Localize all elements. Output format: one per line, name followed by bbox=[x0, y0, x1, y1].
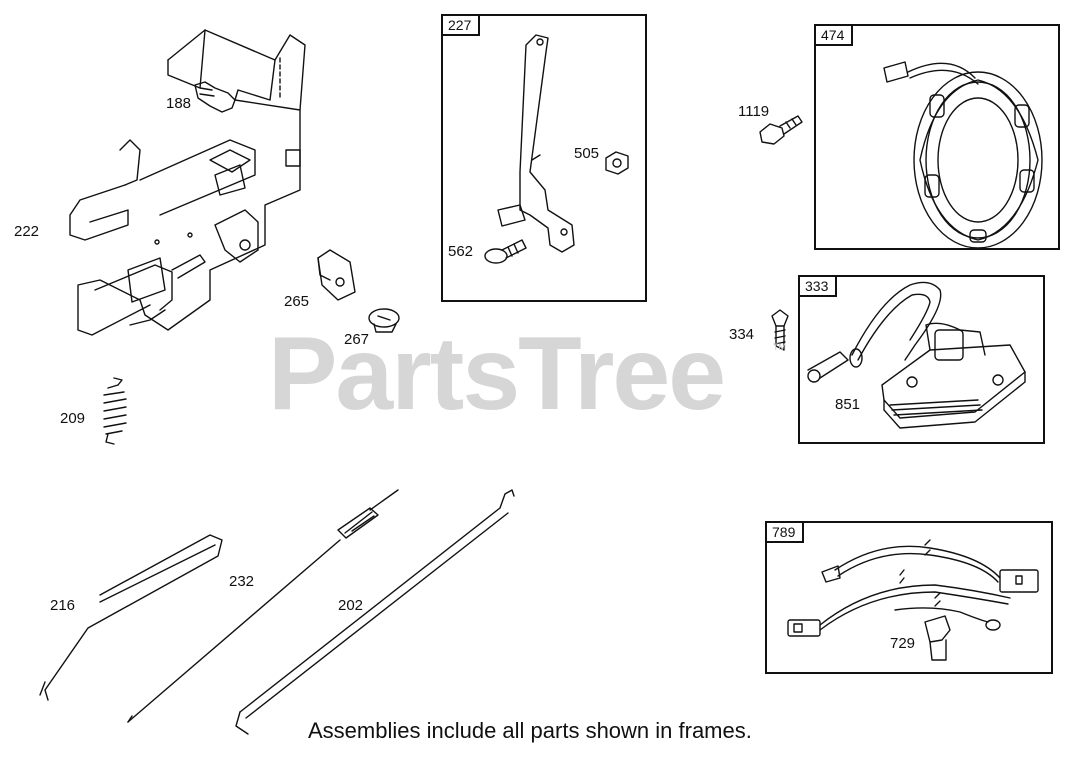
nut-part-505 bbox=[605, 151, 629, 175]
part-label-334[interactable]: 334 bbox=[729, 326, 755, 343]
part-label-202[interactable]: 202 bbox=[338, 597, 364, 614]
control-bracket-part bbox=[69, 29, 306, 336]
frame-tag-227: 227 bbox=[441, 14, 481, 36]
ignition-armature-part-333 bbox=[807, 281, 1026, 429]
part-label-267[interactable]: 267 bbox=[344, 331, 370, 348]
frame-227: 227 bbox=[441, 14, 647, 302]
part-label-729[interactable]: 729 bbox=[890, 635, 916, 652]
rod-part-216 bbox=[39, 534, 223, 701]
watermark-text: PartsTree bbox=[268, 316, 726, 432]
frame-789: 789 bbox=[765, 521, 1053, 674]
frame-tag-474: 474 bbox=[814, 24, 854, 46]
part-label-562[interactable]: 562 bbox=[448, 243, 474, 260]
part-label-1119[interactable]: 1119 bbox=[738, 103, 770, 120]
frame-333: 333 bbox=[798, 275, 1045, 444]
part-label-851[interactable]: 851 bbox=[835, 396, 861, 413]
frame-474: 474 bbox=[814, 24, 1060, 250]
rod-part-202 bbox=[235, 489, 515, 735]
bolt-part-1119 bbox=[759, 115, 803, 145]
part-label-188[interactable]: 188 bbox=[166, 95, 192, 112]
assemblies-caption: Assemblies include all parts shown in fr… bbox=[308, 718, 752, 743]
wiring-harness-part-789 bbox=[787, 539, 1039, 661]
screw-part-334 bbox=[771, 309, 789, 351]
clip-part-265 bbox=[317, 249, 356, 301]
part-label-216[interactable]: 216 bbox=[50, 597, 76, 614]
part-label-222[interactable]: 222 bbox=[14, 223, 40, 240]
screw-part-267 bbox=[368, 308, 400, 333]
part-label-505[interactable]: 505 bbox=[574, 145, 600, 162]
screw-part-562 bbox=[484, 239, 527, 264]
frame-tag-333: 333 bbox=[798, 275, 838, 297]
part-label-232[interactable]: 232 bbox=[229, 573, 255, 590]
trademark-mark: TM bbox=[773, 342, 786, 352]
cable-part-232 bbox=[127, 489, 399, 723]
part-label-265[interactable]: 265 bbox=[284, 293, 310, 310]
bolt-part-188 bbox=[194, 81, 236, 113]
frame-tag-789: 789 bbox=[765, 521, 805, 543]
lever-part-227 bbox=[497, 34, 575, 253]
spring-part-209 bbox=[103, 377, 127, 445]
part-label-209[interactable]: 209 bbox=[60, 410, 86, 427]
